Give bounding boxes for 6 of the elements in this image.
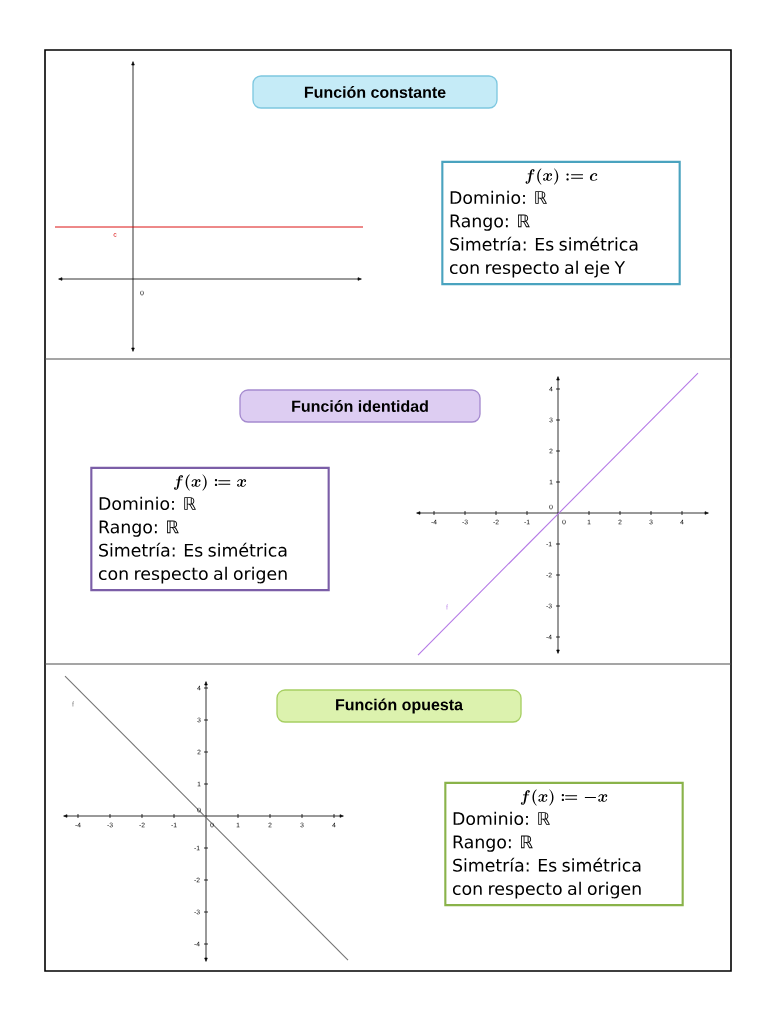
title-pill: Función identidad [239, 389, 481, 423]
info-box: $f(x)\coloneqq x$ Dominio: ℝ Rango: ℝ Simetría: Es simétrica con respecto al origen [90, 466, 330, 592]
title-pill: Función constante [252, 75, 498, 109]
info-box: $f(x):= c$ Dominio: ℝ Rango: ℝ Simetría: Es simétrica con respecto al eje Y [441, 160, 681, 286]
info-box: $f(x)\coloneqq -x$ Dominio: ℝ Rango: ℝ Simetría: Es simétrica con respecto al origen [444, 781, 684, 907]
title-pill: Función opuesta [276, 689, 522, 723]
